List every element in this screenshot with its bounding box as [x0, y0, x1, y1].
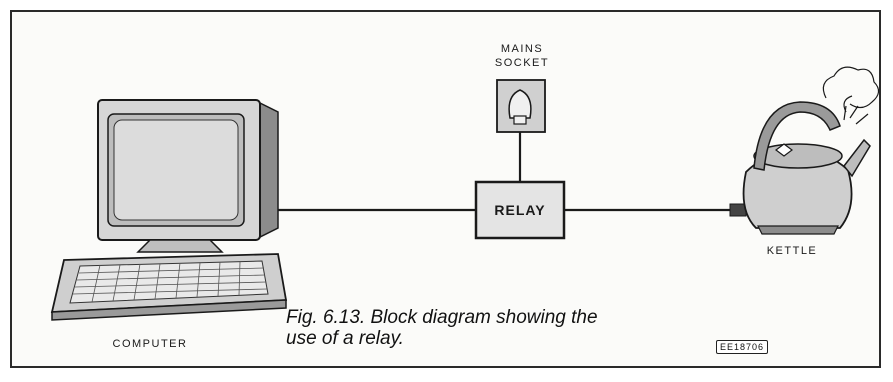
mains-socket-label: MAINS SOCKET	[490, 42, 554, 70]
mains-label-line1: MAINS	[501, 43, 543, 55]
relay-label: RELAY	[476, 182, 564, 238]
computer-illustration	[52, 100, 286, 320]
kettle-label: KETTLE	[752, 244, 832, 258]
caption-line2: use of a relay.	[286, 328, 716, 349]
reference-code-badge: EE18706	[716, 340, 768, 354]
mains-socket-illustration	[497, 80, 545, 132]
mains-label-line2: SOCKET	[495, 57, 549, 69]
figure-caption: Fig. 6.13. Block diagram showing the use…	[286, 307, 716, 349]
caption-line1: Fig. 6.13. Block diagram showing the	[286, 307, 716, 328]
computer-label: COMPUTER	[95, 337, 205, 351]
kettle-illustration	[730, 67, 879, 234]
